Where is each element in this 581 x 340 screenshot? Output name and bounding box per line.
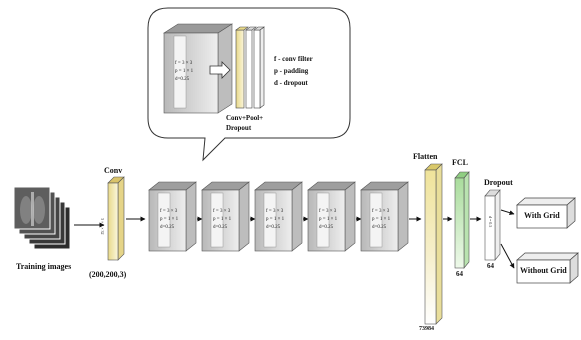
flatten-layer <box>425 164 442 324</box>
legend-padding: p - padding <box>274 67 308 75</box>
block-4-d: d=0.25 <box>319 224 333 231</box>
fcl-size: 64 <box>456 270 463 278</box>
training-images-stack <box>14 187 70 249</box>
input-shape-label: (200,200,3) <box>89 270 126 279</box>
arrow-to-without-grid <box>501 244 514 268</box>
conv-params: 3 × 3 × 32 <box>99 218 106 235</box>
conv-layer <box>108 177 124 260</box>
without-grid-label: Without Grid <box>520 266 567 275</box>
callout-sequence-label-line2: Dropout <box>226 124 251 132</box>
block-3-d: d=0.25 <box>266 224 280 231</box>
callout-block-param-d: d=0.25 <box>175 76 189 83</box>
block-3-f: f = 3 × 3 <box>266 208 283 215</box>
block-1-f: f = 3 × 3 <box>160 208 177 215</box>
dropout-label: Dropout <box>484 178 513 187</box>
block-1-d: d=0.25 <box>160 224 174 231</box>
fcl-layer <box>455 172 469 268</box>
callout-sequence-label-line1: Conv+Pool+ <box>226 114 263 122</box>
block-4-p: p = 1 × 1 <box>319 216 337 223</box>
dropout-param: d = 0.5 <box>487 216 494 227</box>
training-images-label: Training images <box>16 262 71 271</box>
conv-label: Conv <box>104 166 122 175</box>
block-5-f: f = 3 × 3 <box>372 208 389 215</box>
arrow-to-with-grid <box>501 210 514 214</box>
block-1-p: p = 1 × 1 <box>160 216 178 223</box>
fcl-label: FCL <box>452 158 468 167</box>
legend-dropout: d - dropout <box>274 79 308 87</box>
with-grid-label: With Grid <box>524 211 560 220</box>
flatten-size: 73984 <box>419 326 434 332</box>
block-2-p: p = 1 × 1 <box>213 216 231 223</box>
block-5-d: d=0.25 <box>372 224 386 231</box>
callout-block-param-f: f = 3 × 3 <box>175 60 192 67</box>
callout-block-param-p: p = 1 × 1 <box>175 68 193 75</box>
block-4-f: f = 3 × 3 <box>319 208 336 215</box>
flatten-label: Flatten <box>413 152 437 161</box>
block-3-p: p = 1 × 1 <box>266 216 284 223</box>
callout-layer-stack <box>236 27 264 108</box>
dropout-size: 64 <box>487 262 494 270</box>
legend-conv-filter: f - conv filter <box>274 55 313 63</box>
block-5-p: p = 1 × 1 <box>372 216 390 223</box>
block-2-f: f = 3 × 3 <box>213 208 230 215</box>
block-2-d: d=0.25 <box>213 224 227 231</box>
